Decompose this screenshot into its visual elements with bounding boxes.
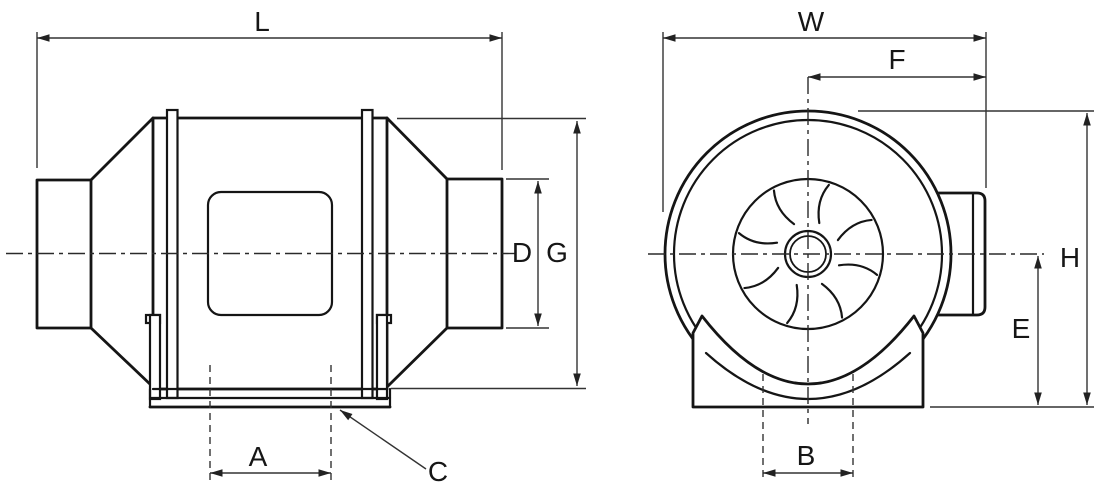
dim-G: G [391,117,586,390]
front-view: W F H E B [648,6,1094,482]
side-cone-left [89,116,155,388]
dim-A: A [209,365,332,482]
dim-label-a: A [249,441,268,472]
callout-C: C [339,409,448,486]
side-view: L D G A C [6,6,586,486]
dim-D: D [506,178,549,329]
dim-label-w: W [798,6,825,37]
side-cone-right [385,116,449,388]
dim-H: H [858,110,1094,408]
dim-label-b: B [797,440,816,471]
dim-B: B [762,374,854,482]
dim-L: L [36,6,503,170]
dim-label-e: E [1012,313,1031,344]
dim-label-d: D [512,237,532,268]
dim-E: E [1012,256,1042,405]
dim-label-f: F [888,44,905,75]
front-impeller-blades [737,183,879,325]
side-mounting-leg-left [144,313,162,401]
dim-label-l: L [254,6,270,37]
dim-label-h: H [1060,242,1080,273]
dim-W: W [662,6,987,212]
dim-label-g: G [546,237,568,268]
dim-F: F [808,44,986,81]
side-base-plate [148,387,392,409]
dim-label-c: C [428,456,448,486]
